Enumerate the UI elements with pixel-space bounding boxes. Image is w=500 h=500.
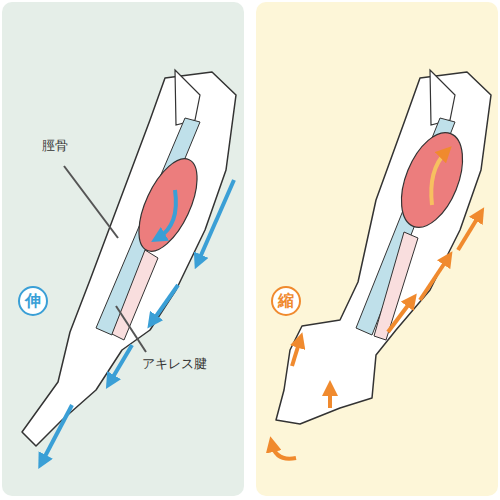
leader-line xyxy=(116,306,146,352)
right-leg xyxy=(272,70,491,459)
node-label: 伸 xyxy=(25,293,41,309)
icon-circle: 縮 xyxy=(271,286,301,316)
left-leg xyxy=(22,70,236,462)
leader-line xyxy=(64,166,118,238)
part-label: アキレス腱 xyxy=(140,356,209,372)
part-label: 脛骨 xyxy=(40,138,70,154)
node-label: 縮 xyxy=(278,293,294,309)
icon-circle: 伸 xyxy=(18,286,48,316)
